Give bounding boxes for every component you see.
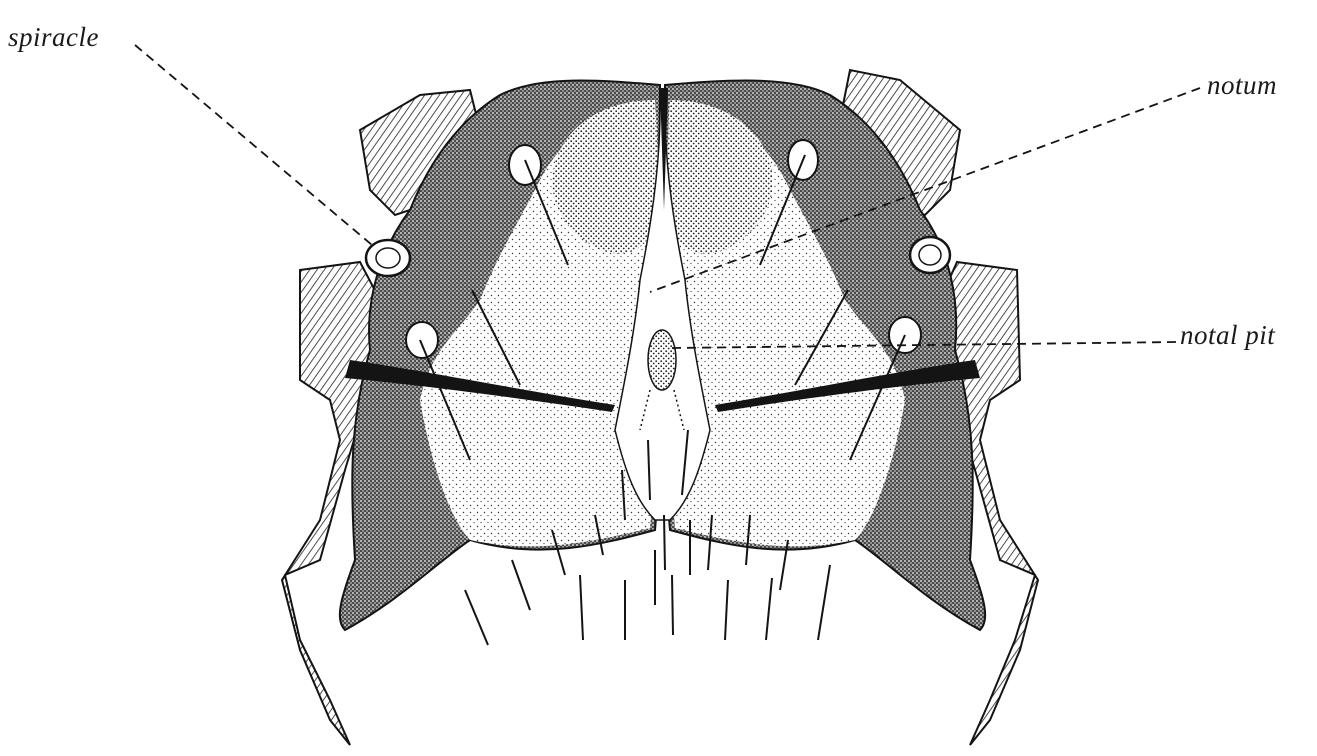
spiracle-left (366, 240, 410, 276)
spiracle-right (910, 237, 950, 273)
notal-pit-label: notal pit (1180, 320, 1275, 351)
notum-label: notum (1207, 70, 1277, 101)
spiracle-label: spiracle (8, 22, 99, 53)
spiracle-leader-line (135, 45, 372, 245)
